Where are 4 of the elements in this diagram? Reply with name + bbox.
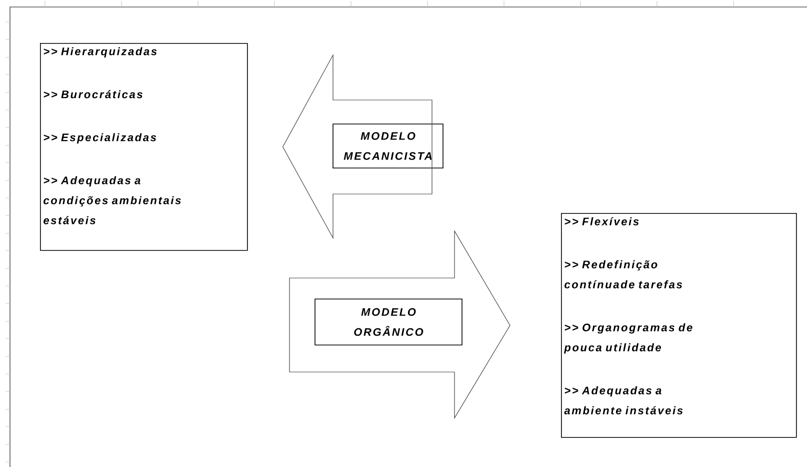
list-box: >> Hierarquizadas >> Burocráticas >> Especializadas >> Adequadas a condições ambientais estáveis: [40, 43, 248, 251]
list-box: >> Flexíveis >> Redefinição contínuade tarefas >> Organogramas de pouca utilidade >> Adequadas a ambiente instáveis: [561, 213, 797, 438]
label-box: MODELO ORGÂNICO: [314, 298, 462, 346]
label-box: MODELO MECANICISTA: [332, 124, 444, 168]
